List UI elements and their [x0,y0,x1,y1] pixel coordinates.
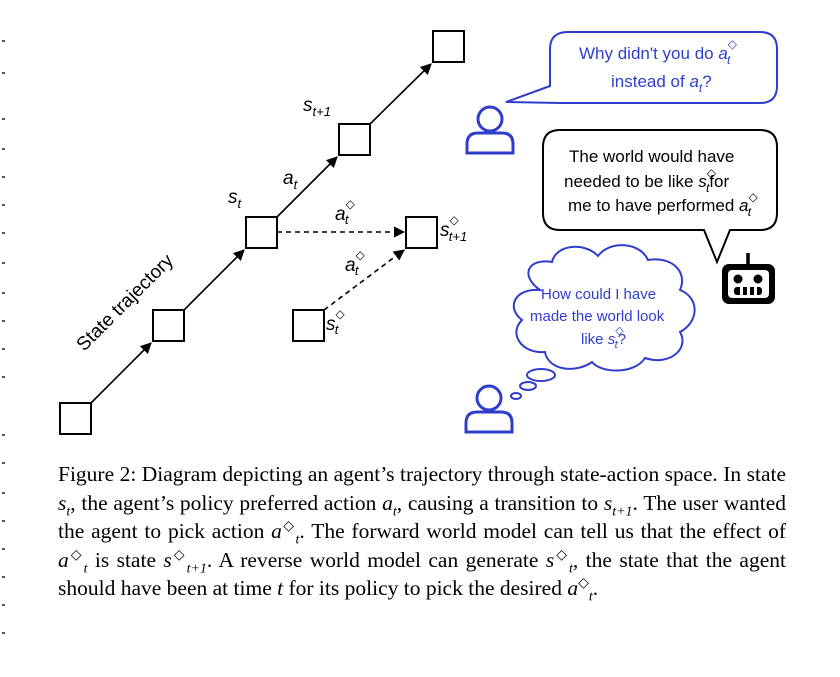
user-icon-thinking [464,384,514,434]
state-box-3 [432,30,465,63]
user-bubble-line2: instead of at? [611,72,712,95]
figure-caption: Figure 2: Diagram depicting an agent’s t… [58,462,787,605]
caption-label: Figure 2: [58,462,137,486]
thought-line3: like s◇t? [581,325,626,351]
state-box-st1-alt [405,216,438,249]
thought-line2: made the world look [530,308,665,325]
margin-ticks [2,40,5,634]
state-box-st-alt [292,309,325,342]
robot-bubble-line3: me to have performed a◇t [568,190,759,219]
user-icon [465,105,515,155]
arrow-0-1 [90,342,152,404]
robot-speech-bubble [542,129,778,265]
trajectory-diagram: State trajectory st st+1 at a◇t a◇t s◇t+… [59,30,778,435]
label-st: st [228,187,243,211]
robot-icon [722,253,775,304]
label-st-alt: s◇t [326,307,346,337]
user-speech-bubble [505,31,778,104]
label-at: at [283,168,299,192]
arrow-st-alt-st1-alt [323,249,405,311]
state-box-st [245,216,278,249]
state-box-st1 [338,123,371,156]
thought-cloud [512,244,696,372]
arrow-1-st [183,249,245,311]
robot-bubble-line2: needed to be like s◇tfor [564,166,729,195]
robot-bubble-line1: The world would have [569,147,734,166]
thought-line1: How could I have [541,286,656,303]
label-st1-alt: s◇t+1 [440,213,467,244]
thought-dot-3 [510,392,522,400]
state-box-0 [59,402,92,435]
arrow-st-st1 [276,156,338,218]
thought-dot-2 [519,381,537,391]
label-at-alt-top: a◇t [335,197,356,227]
user-bubble-line1: Why didn't you do a◇t [579,37,738,67]
thought-dot-1 [526,368,556,382]
label-st1: st+1 [303,95,331,119]
label-at-alt-low: a◇t [345,248,366,278]
state-box-1 [152,309,185,342]
arrow-st1-3 [369,63,432,125]
